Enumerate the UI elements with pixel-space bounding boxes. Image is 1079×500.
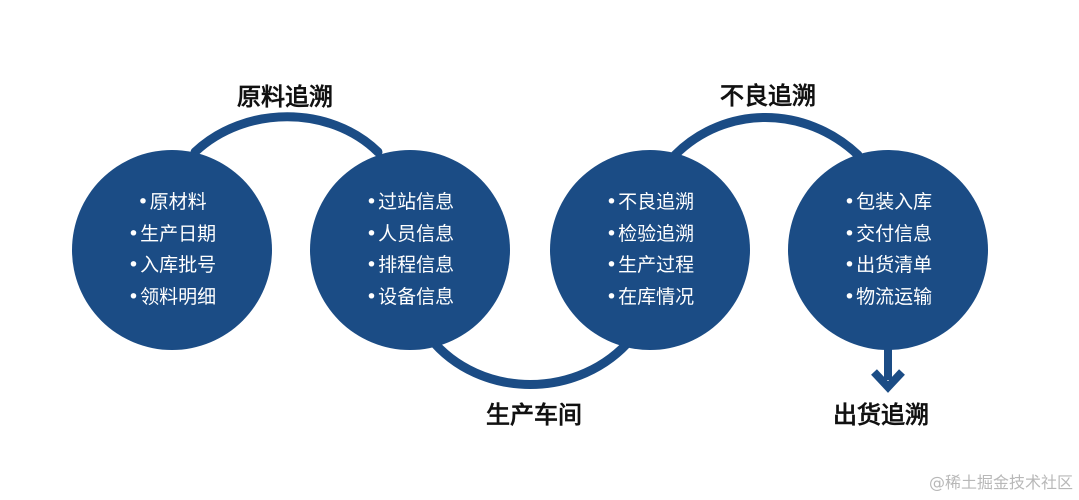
watermark: @稀土掘金技术社区 [928, 473, 1073, 492]
connector-arc-top-left [190, 112, 383, 157]
circle-production: 过站信息 人员信息 排程信息 设备信息 [310, 150, 510, 350]
list-item: 排程信息 [366, 250, 454, 282]
label-shipment-trace: 出货追溯 [833, 401, 929, 429]
connector-arc-top-right [670, 113, 863, 160]
list-item: 生产过程 [606, 250, 694, 282]
list-item: 生产日期 [128, 219, 216, 251]
list-item: 检验追溯 [606, 219, 694, 251]
list-item: 出货清单 [844, 250, 932, 282]
circle-raw-material: 原材料 生产日期 入库批号 领料明细 [72, 150, 272, 350]
list-item: 交付信息 [844, 219, 932, 251]
list-item: 物流运输 [844, 282, 932, 314]
list-item: 入库批号 [128, 250, 216, 282]
list-item: 原材料 [137, 187, 207, 219]
list-item: 在库情况 [606, 282, 694, 314]
label-defect-trace: 不良追溯 [720, 82, 816, 110]
circle-defect: 不良追溯 检验追溯 生产过程 在库情况 [550, 150, 750, 350]
connector-arc-bottom [425, 333, 637, 389]
label-raw-material-trace: 原料追溯 [237, 83, 333, 111]
circle-shipment: 包装入库 交付信息 出货清单 物流运输 [788, 150, 988, 350]
list-item: 领料明细 [128, 282, 216, 314]
arrow-down-icon [871, 369, 905, 393]
label-production-workshop: 生产车间 [486, 401, 582, 429]
list-item: 不良追溯 [606, 187, 694, 219]
list-item: 过站信息 [366, 187, 454, 219]
list-item: 包装入库 [844, 187, 932, 219]
list-item: 人员信息 [366, 219, 454, 251]
list-item: 设备信息 [366, 282, 454, 314]
